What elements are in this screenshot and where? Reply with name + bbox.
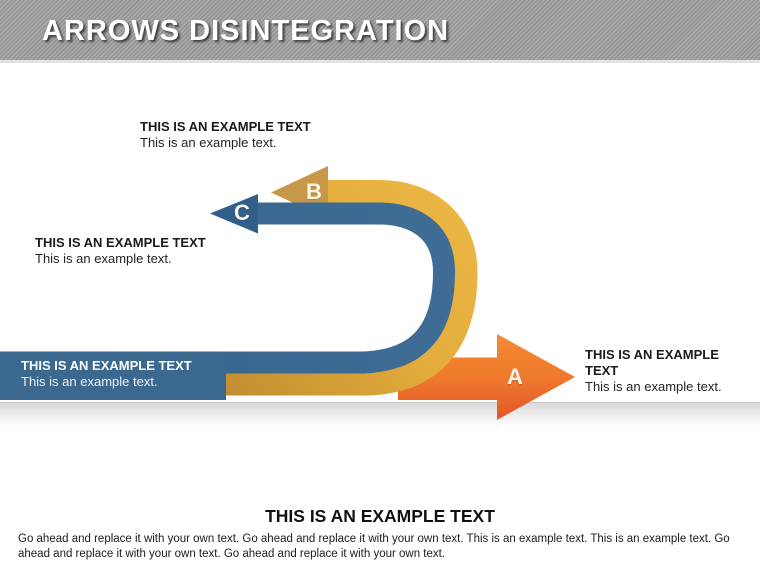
band-c-textbox [0, 352, 226, 400]
arrow-b-label: THIS IS AN EXAMPLE TEXT This is an examp… [140, 119, 311, 150]
title-banner: ARROWS DISINTEGRATION [0, 0, 760, 63]
band-label-subtitle: This is an example text. [21, 374, 158, 389]
arrow-b-swoosh [226, 180, 478, 396]
arrow-c-head [210, 194, 258, 234]
slide-title: ARROWS DISINTEGRATION [42, 15, 450, 47]
arrow-c-label-title: THIS IS AN EXAMPLE TEXT [35, 235, 206, 250]
footer-body: Go ahead and replace it with your own te… [18, 533, 730, 560]
band-label-title: THIS IS AN EXAMPLE TEXT [21, 358, 192, 373]
arrow-c-label-subtitle: This is an example text. [35, 251, 172, 266]
ground-shadow-strip [0, 402, 760, 425]
arrow-c-letter: C [234, 200, 250, 225]
band-label: THIS IS AN EXAMPLE TEXT This is an examp… [21, 358, 192, 389]
arrow-a-label: THIS IS AN EXAMPLE TEXT This is an examp… [585, 347, 737, 394]
footer-heading: THIS IS AN EXAMPLE TEXT [265, 506, 495, 526]
arrow-b-label-title: THIS IS AN EXAMPLE TEXT [140, 119, 311, 134]
arrow-c-label: THIS IS AN EXAMPLE TEXT This is an examp… [35, 235, 206, 266]
arrow-b-label-subtitle: This is an example text. [140, 135, 277, 150]
arrow-a-label-title: THIS IS AN EXAMPLE TEXT [585, 347, 719, 378]
arrow-c-swoosh [0, 202, 456, 374]
arrow-a-letter: A [507, 364, 523, 389]
arrow-a-shape [398, 334, 575, 420]
arrow-b-letter: B [306, 179, 322, 204]
arrow-a-label-subtitle: This is an example text. [585, 379, 722, 394]
